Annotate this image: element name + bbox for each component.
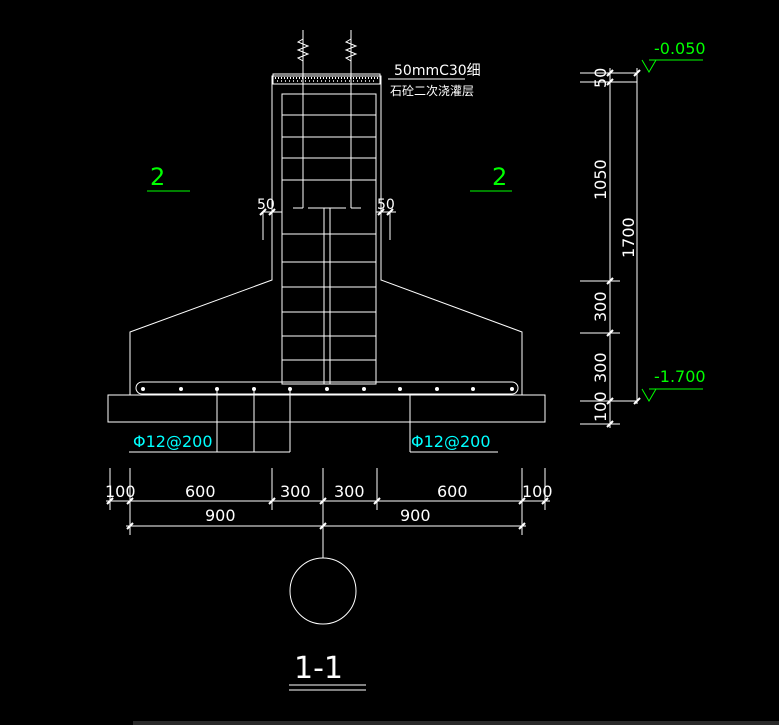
dim-half-left: 900 (205, 506, 236, 525)
topping-note-line1: 50mmC30细 (394, 63, 481, 79)
dim-bottom-6: 100 (522, 482, 553, 501)
dim-half-right: 900 (400, 506, 431, 525)
section-mark-left: 2 (150, 163, 165, 191)
axis-bubble (289, 526, 357, 625)
bottom-dimension-lines (106, 468, 550, 535)
dim-bottom-2: 600 (185, 482, 216, 501)
bottom-rebar (135, 381, 519, 395)
topping-note-line2: 石砼二次浇灌层 (390, 84, 474, 98)
topping-layer (272, 73, 381, 85)
column-stirrups (281, 93, 377, 385)
dim-vert-3: 300 (591, 291, 610, 322)
dim-bottom-4: 300 (334, 482, 365, 501)
dim-vert-4: 300 (591, 352, 610, 383)
elevation-markers (641, 59, 703, 402)
offset-dim-left: 50 (257, 197, 275, 213)
rebar-leaders (129, 389, 498, 453)
section-mark-right: 2 (492, 163, 507, 191)
dim-bottom-3: 300 (280, 482, 311, 501)
dim-vert-2: 1050 (591, 159, 610, 200)
offset-dim-right: 50 (377, 197, 395, 213)
rebar-callout-left: Φ12@200 (133, 432, 213, 451)
vertical-dimension-lines (580, 68, 641, 428)
dim-vert-1: 50 (591, 68, 610, 88)
anchor-bolts (293, 30, 361, 209)
dim-vert-5: 100 (591, 391, 610, 422)
status-bar (133, 721, 779, 725)
dim-bottom-1: 100 (105, 482, 136, 501)
foundation-outline (107, 75, 546, 423)
section-title: 1-1 (294, 651, 343, 686)
elevation-top: -0.050 (654, 39, 706, 58)
elevation-bottom: -1.700 (654, 367, 706, 386)
offset-dims (259, 208, 396, 240)
dim-vert-total: 1700 (619, 217, 638, 258)
dim-bottom-5: 600 (437, 482, 468, 501)
rebar-callout-right: Φ12@200 (411, 432, 491, 451)
